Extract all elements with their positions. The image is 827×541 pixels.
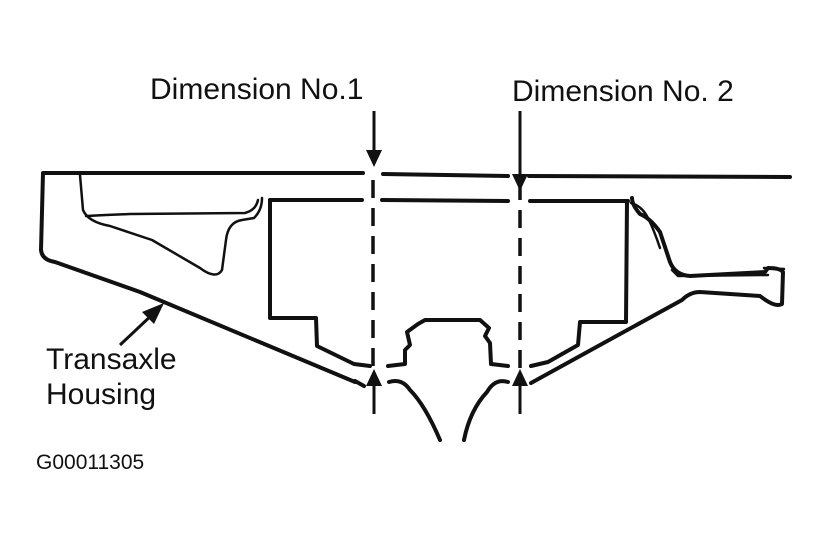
figure-code: G00011305 (36, 451, 144, 474)
housing-label-line1: Transaxle (46, 343, 177, 376)
dimension-2-arrows (512, 111, 528, 414)
differential-case (268, 198, 630, 442)
dimension-1-arrows (366, 111, 382, 414)
transaxle-housing (39, 171, 786, 385)
housing-label-line2: Housing (46, 378, 156, 411)
straightedge (93, 171, 792, 179)
dimension-1-label: Dimension No.1 (150, 73, 363, 106)
housing-callout-arrow (118, 303, 164, 347)
dimension-2-label: Dimension No. 2 (512, 75, 734, 108)
